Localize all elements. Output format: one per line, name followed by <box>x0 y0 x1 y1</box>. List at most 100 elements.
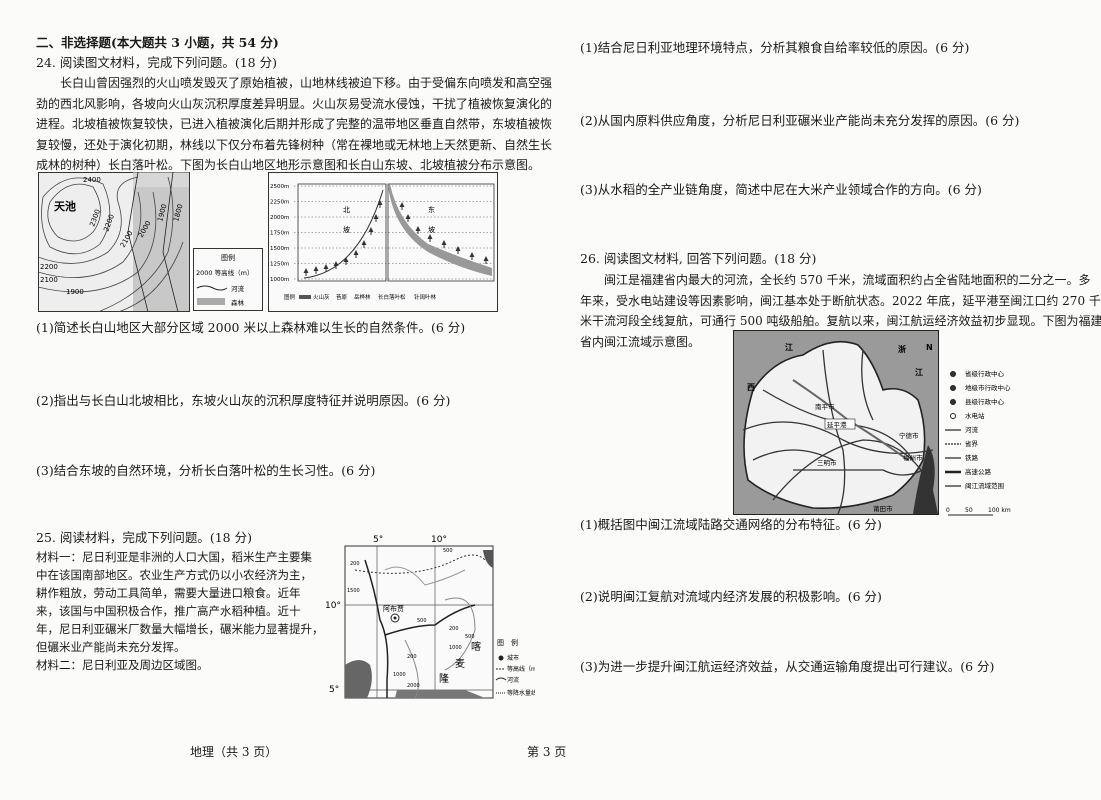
q24-line: 成林的树种）长白落叶松。下图为长白山地区地形示意图和长白山东坡、北坡植被分布示意… <box>36 158 541 172</box>
q25-line: 来，该国与中国积极合作，推广高产水稻种植。近十 <box>36 604 301 618</box>
scale-label: 100 km <box>988 507 1011 514</box>
legend-title: 图 例 <box>497 638 518 647</box>
cameroon-label: 喀 <box>471 640 481 653</box>
tree-icon <box>313 266 319 274</box>
abuja-label: 阿布贾 <box>383 604 404 613</box>
jiangxi-label: 西 <box>747 383 755 392</box>
q25-line: 材料二：尼日利亚及周边区域图。 <box>36 658 209 672</box>
q25-line: 耕作粗放，劳动工具简单，需要大量进口粮食。近年 <box>36 586 301 600</box>
cameroon-label: 麦 <box>455 658 465 670</box>
tianchi-label: 天池 <box>54 199 76 213</box>
legend-item: 城市 <box>507 654 519 662</box>
q24-line: 进程。北坡植被恢复较快，已进入植被演化后期并形成了完整的温带地区垂直自然带，东坡… <box>36 117 553 131</box>
legend-item: 闽江流域范围 <box>965 481 1004 490</box>
q26-line: 年来，受水电站建设等因素影响，闽江基本处于断航状态。2022 年底，延平港至闽江… <box>580 293 1101 308</box>
q24-line: 长白山曾因强烈的火山喷发毁灭了原始植被，山地林线被迫下移。由于受偏东向喷发和高空… <box>36 76 553 90</box>
north-slope-label: 北 <box>343 206 350 214</box>
tree-icon <box>405 214 411 222</box>
tree-icon <box>303 268 309 276</box>
city-label: 三明市 <box>817 458 837 467</box>
profile-legend-title: 图例 <box>284 293 296 301</box>
scale-label: 50 <box>965 507 973 514</box>
contour-label: 1000 <box>449 645 462 651</box>
legend-item: 河流 <box>965 425 979 434</box>
east-slope-ash-layer <box>388 184 492 276</box>
q25-material: 材料一：尼日利亚是非洲的人口大国，稻米生产主要集 中在该国南部地区。农业生产方式… <box>36 548 324 674</box>
longitude-label: 10° <box>431 535 447 545</box>
port-label: 延平港 <box>827 420 847 429</box>
profile-legend-item: 岳桦林 <box>354 293 371 301</box>
legend-item: 等高线（m） <box>507 665 535 673</box>
legend-item: 河流 <box>231 284 245 293</box>
profile-legend-item: 针阔叶林 <box>414 293 437 301</box>
contour-label: 1000 <box>393 672 406 678</box>
nigeria-map: 5° 10° 10° 5° 阿布贾 喀 麦 隆 500 200 500 200 … <box>325 535 535 699</box>
legend-symbol <box>950 385 956 391</box>
longitude-label: 5° <box>373 535 383 545</box>
q26-line: 省内闽江流域示意图。 <box>580 334 701 349</box>
zhejiang-label: 江 <box>915 367 923 377</box>
legend-item: 2000 等高线（m） <box>196 268 253 277</box>
zhejiang-label: 浙 <box>898 344 906 354</box>
q25-line: 年，尼日利亚碾米厂数量大幅增长，碾米能力显著提升， <box>36 622 324 636</box>
contour-label: 2100 <box>40 276 58 284</box>
q26-line: 米干流河段全线复航，可通行 500 吨级船舶。复航以来，闽江航运经济效益初步显现… <box>580 314 1101 328</box>
terrain-map-legend: 图例 2000 等高线（m） 河流 森林 <box>193 248 263 311</box>
jiangxi-label: 江 <box>785 342 793 352</box>
legend-symbol <box>950 371 956 377</box>
tree-icon <box>343 257 349 265</box>
tree-icon <box>368 227 374 235</box>
legend-item: 省级行政中心 <box>965 369 1005 378</box>
q24-question-1: (1)简述长白山地区大部分区域 2000 米以上森林难以生长的自然条件。(6 分… <box>36 320 466 335</box>
profile-legend-item: 长白落叶松 <box>378 293 406 301</box>
q25-line: 但碾米业产能尚未充分发挥。 <box>36 640 186 654</box>
footer-page-number: 第 3 页 <box>527 745 567 759</box>
tree-icon <box>455 246 461 254</box>
q25-line: 材料一：尼日利亚是非洲的人口大国，稻米生产主要集 <box>36 550 312 564</box>
q24-line: 劲的西北风影响，各坡向火山灰沉积厚度差异明显。火山灰易受流水侵蚀，干扰了植被恢复… <box>36 96 553 111</box>
scale-label: 0 <box>946 507 950 514</box>
tree-icon <box>399 202 405 210</box>
benue-river <box>384 604 476 636</box>
minjiang-basin-map: 江 西 浙 江 N 南平市 延平港 三明市 宁德市 福州市 莆田市 省级行政中心… <box>733 330 1011 516</box>
contour-label: 500 <box>417 618 427 624</box>
q24-line: 复较慢，还处于演化初期，林线以下仅分布着先锋树种（常在裸地或无林地上天然更新、自… <box>36 137 553 152</box>
latitude-label: 5° <box>329 685 339 695</box>
q24-question-3: (3)结合东坡的自然环境，分析长白落叶松的生长习性。(6 分) <box>36 463 376 478</box>
legend-item: 县级行政中心 <box>965 397 1005 406</box>
city-label: 福州市 <box>903 453 923 462</box>
legend-item: 高速公路 <box>965 467 992 476</box>
cameroon-label: 隆 <box>439 672 449 685</box>
y-tick-label: 2250m <box>270 200 289 206</box>
y-tick-label: 2500m <box>270 184 289 190</box>
y-tick-label: 1500m <box>270 246 289 252</box>
niger-river <box>364 559 389 698</box>
east-slope-label: 坡 <box>428 225 435 234</box>
q24-title: 24. 阅读图文材料，完成下列问题。(18 分) <box>36 55 277 70</box>
contour-label: 2200 <box>40 263 58 271</box>
contour-label: 500 <box>465 634 475 640</box>
north-slope-profile <box>303 189 384 279</box>
contour-label: 200 <box>449 626 459 632</box>
q26-title: 26. 阅读图文材料, 回答下列问题。(18 分) <box>580 251 817 266</box>
q26-question-1: (1)概括图中闽江流域陆路交通网络的分布特征。(6 分) <box>580 517 882 532</box>
q26-question-2: (2)说明闽江复航对流域内经济发展的积极影响。(6 分) <box>580 589 882 604</box>
contour-label: 200 <box>350 561 360 567</box>
tree-icon <box>427 234 433 242</box>
legend-item: 省界 <box>965 439 979 448</box>
q24-question-2: (2)指出与长白山北坡相比，东坡火山灰的沉积厚度特征并说明原因。(6 分) <box>36 393 451 408</box>
tree-icon <box>361 240 367 248</box>
section-header: 二、非选择题(本大题共 3 小题，共 54 分) <box>36 35 279 50</box>
city-label: 南平市 <box>815 402 835 411</box>
changbai-terrain-map: 天池 2400 2200 2100 1900 2300 2200 2100 20… <box>38 172 190 312</box>
city-label: 莆田市 <box>873 504 893 513</box>
contour-label: 500 <box>443 548 453 554</box>
tree-icon <box>333 261 339 269</box>
q26-paragraph: 闽江是福建省内最大的河流，全长约 570 千米，流域面积约占全省陆地面积的二分之… <box>580 270 1101 352</box>
legend-item: 铁路 <box>965 453 979 462</box>
contour-label: 1500 <box>347 588 360 594</box>
q26-question-3: (3)为进一步提升闽江航运经济效益，从交通运输角度提出可行建议。(6 分) <box>580 659 995 674</box>
north-slope-label: 坡 <box>343 225 350 234</box>
tree-icon <box>441 240 447 248</box>
